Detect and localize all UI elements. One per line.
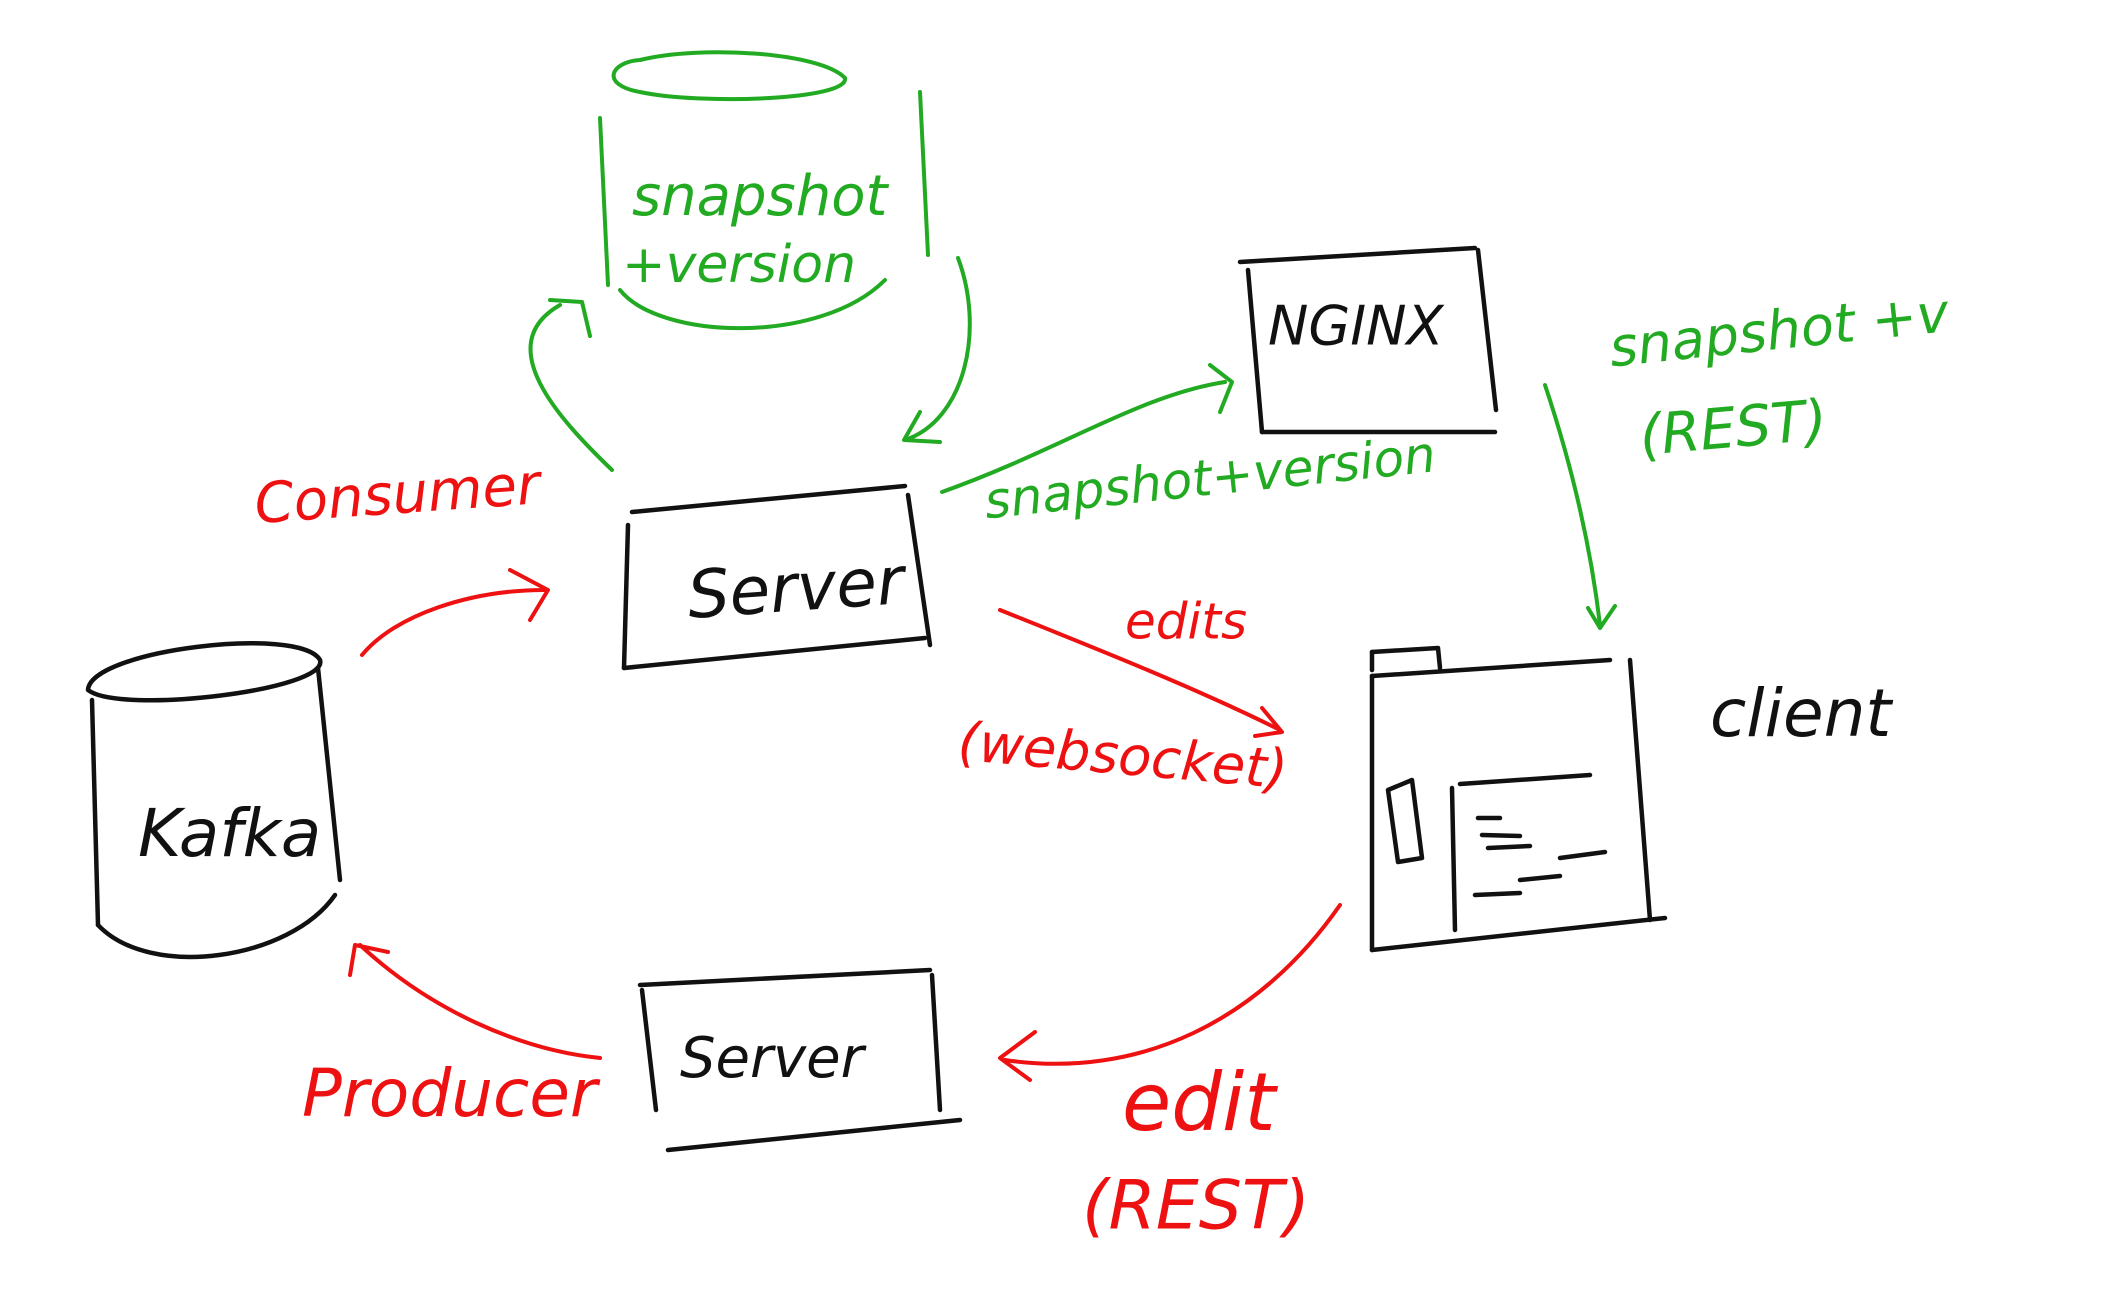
arrowhead-server-to-client-edits (1253, 706, 1284, 738)
edge-label-edit-2: (REST) (1082, 1167, 1310, 1246)
server-bottom-box (637, 967, 963, 1153)
arrowhead-server-to-kafka (348, 943, 390, 977)
kafka-label: Kafka (138, 795, 321, 872)
arrowhead-client-to-server-edit (998, 1030, 1037, 1082)
edge-label-consumer: Consumer (252, 452, 544, 537)
arrowhead-server-to-snapshot (548, 298, 592, 338)
arrow-client-to-server-edit (1003, 903, 1342, 1066)
kafka-cylinder (85, 641, 343, 960)
server-top-label: Server (685, 542, 910, 634)
snapshot-db-label-line1: snapshot (632, 164, 889, 229)
snapshot-db-cylinder (598, 50, 930, 331)
arrowhead-kafka-to-server (508, 568, 550, 622)
arrowhead-server-to-nginx (1208, 363, 1234, 414)
edge-label-edits-2: (websocket) (956, 710, 1291, 802)
arrow-snapshot-to-server (903, 256, 972, 442)
client-label: client (1710, 675, 1893, 752)
arrow-server-to-nginx (940, 380, 1227, 494)
edge-label-snapshot-rest-1: snapshot +v (1606, 281, 1952, 379)
nginx-box (1237, 245, 1499, 435)
arrow-server-to-snapshot (528, 303, 614, 472)
server-top-box (621, 483, 933, 671)
arrowhead-nginx-to-client (1586, 604, 1617, 630)
edge-label-producer: Producer (302, 1055, 601, 1132)
arrow-server-to-client-edits (998, 608, 1282, 732)
edge-label-snapshot-version: snapshot+version (982, 425, 1439, 530)
snapshot-db-label-line2: +version (622, 235, 856, 295)
server-bottom-label: Server (680, 1026, 867, 1091)
edge-label-edit-1: edit (1122, 1056, 1278, 1149)
edge-label-snapshot-rest-2: (REST) (1637, 388, 1830, 469)
edge-label-edits-1: edits (1125, 593, 1247, 651)
arrow-server-to-kafka (358, 943, 602, 1060)
arrow-nginx-to-client (1543, 383, 1602, 627)
arrow-kafka-to-server (360, 588, 547, 657)
nginx-label: NGINX (1268, 295, 1445, 358)
arrowhead-snapshot-to-server (902, 410, 942, 444)
client-window (1369, 645, 1668, 953)
